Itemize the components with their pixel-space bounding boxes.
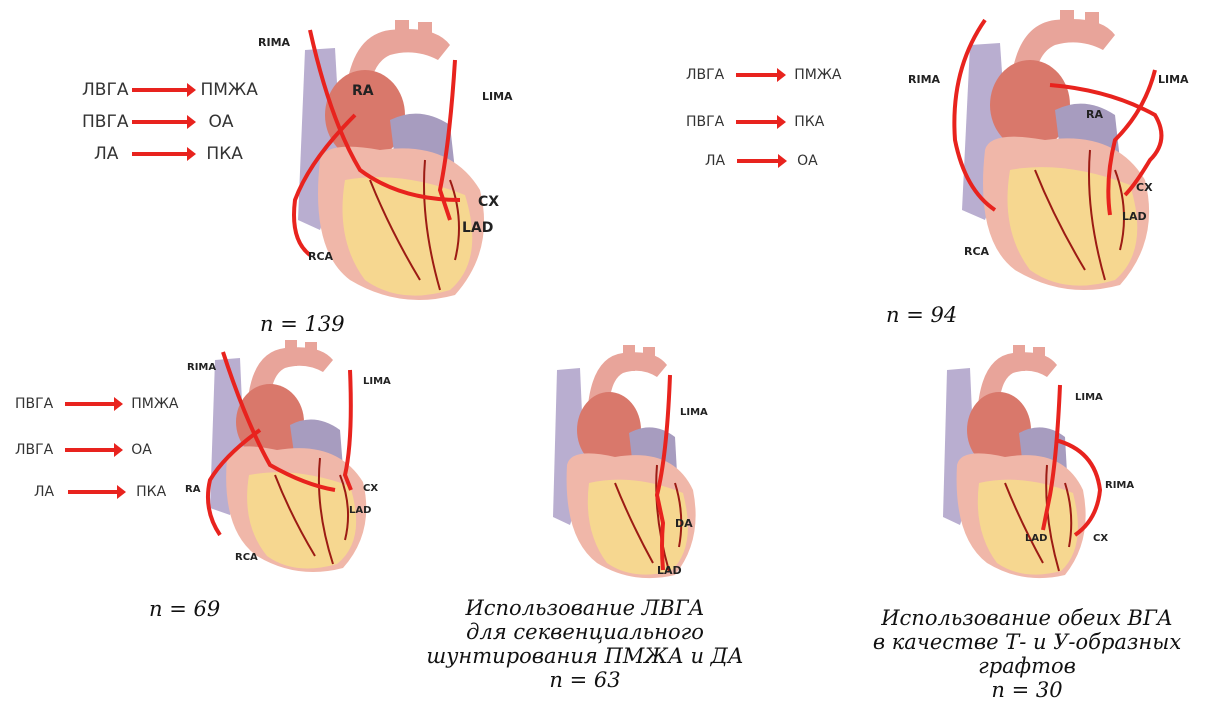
caption-line: Использование ЛВГА [425,596,745,620]
aortic-branch [285,340,297,366]
caption-line: Использование обеих ВГА [842,606,1212,630]
label-rca: RCA [308,250,334,263]
mapping-target: ОА [208,112,233,132]
caption: Использование обеих ВГА в качестве Т- и … [842,636,1212,702]
mapping-source: ПВГА [686,114,724,130]
caption-line: n = 30 [842,678,1212,702]
caption-line: шунтирования ПМЖА и ДА [425,644,745,668]
mapping-target: ПКА [136,484,166,500]
mapping-source: ЛВГА [15,442,53,458]
heart-diagram: LIMA DA LAD [535,345,715,580]
mapping-source: ЛВГА [82,80,128,100]
aortic-branch [418,22,432,50]
mapping-arrow-icon [132,120,190,124]
label-rima: RIMA [187,362,216,373]
label-rca: RCA [235,552,258,563]
mapping-arrow-icon [736,73,780,77]
caption-line: графтов [842,654,1212,678]
graft-mapping-row: ЛА ПКА [94,144,243,164]
heart-diagram: RIMA RA LIMA CX LAD RCA [185,340,395,572]
label-cx: CX [1093,533,1108,544]
mapping-target: ОА [797,153,818,169]
heart-diagram: RIMA RA LIMA CX LAD RCA [250,20,520,300]
aortic-branch [1060,10,1074,40]
mapping-target: ПМЖА [794,67,841,83]
label-ra: RA [1086,108,1103,121]
label-cx: CX [478,194,499,210]
graft-mapping-row: ПВГА ПКА [686,114,824,130]
mapping-source: ЛА [34,484,54,500]
label-ra: RA [185,484,201,495]
aortic-branch [643,347,655,371]
heart-diagram: RIMA RA LIMA CX LAD RCA [900,10,1190,290]
mapping-arrow-icon [65,402,117,406]
caption-line: n = 139 [260,312,345,336]
mapping-source: ПВГА [15,396,53,412]
label-ra: RA [352,83,374,99]
label-rima: RIMA [1105,480,1134,491]
label-lima: LIMA [482,90,513,103]
mapping-arrow-icon [736,120,780,124]
mapping-arrow-icon [132,152,190,156]
label-lad: LAD [349,505,371,516]
label-rima: RIMA [258,36,291,49]
label-cx: CX [1136,181,1153,194]
mapping-source: ЛА [705,153,725,169]
mapping-arrow-icon [68,490,120,494]
mapping-target: ПМЖА [131,396,178,412]
mapping-source: ЛВГА [686,67,724,83]
graft-mapping-row: ПВГА ПМЖА [15,396,179,412]
caption: n = 69 [149,597,220,621]
aortic-branch [1013,345,1025,371]
caption-line: для секвенциального [425,620,745,644]
aortic-branch [395,20,409,50]
graft-mapping-row: ЛА ОА [705,153,818,169]
graft-mapping-row: ЛВГА ПМЖА [82,80,258,100]
caption: Использование ЛВГА для секвенциального ш… [425,596,745,692]
aortic-branch [1085,12,1099,40]
aortic-branch [305,342,317,366]
mapping-source: ЛА [94,144,118,164]
label-cx: CX [363,483,378,494]
label-lad: LAD [1025,533,1047,544]
label-rca: RCA [964,245,990,258]
mapping-arrow-icon [737,159,781,163]
label-lad: LAD [657,564,682,577]
label-lad: LAD [1122,210,1147,223]
caption-line: n = 69 [149,597,220,621]
graft-mapping-row: ЛВГА ОА [15,442,152,458]
caption-line: в качестве Т- и У-образных [842,630,1212,654]
label-da: DA [675,517,693,530]
graft-mapping-row: ЛА ПКА [34,484,166,500]
aortic-branch [623,345,635,371]
aortic-branch [1033,347,1045,371]
mapping-source: ПВГА [82,112,128,132]
caption-line: n = 63 [425,668,745,692]
mapping-target: ПКА [794,114,824,130]
graft-mapping-row: ЛВГА ПМЖА [686,67,842,83]
label-lima: LIMA [1158,73,1189,86]
mapping-target: ПКА [206,144,242,164]
mapping-arrow-icon [132,88,190,92]
right-atrium [990,60,1070,150]
caption-line: n = 94 [886,303,957,327]
caption: n = 139 [260,312,345,336]
mapping-target: ОА [131,442,152,458]
graft-mapping-row: ПВГА ОА [82,112,233,132]
caption: n = 94 [886,303,957,327]
heart-diagram: LIMA RIMA LAD CX [925,345,1155,585]
label-lima: LIMA [363,376,391,387]
label-lima: LIMA [680,407,708,418]
label-lima: LIMA [1075,392,1103,403]
mapping-arrow-icon [65,448,117,452]
label-lad: LAD [462,220,493,236]
label-rima: RIMA [908,73,941,86]
